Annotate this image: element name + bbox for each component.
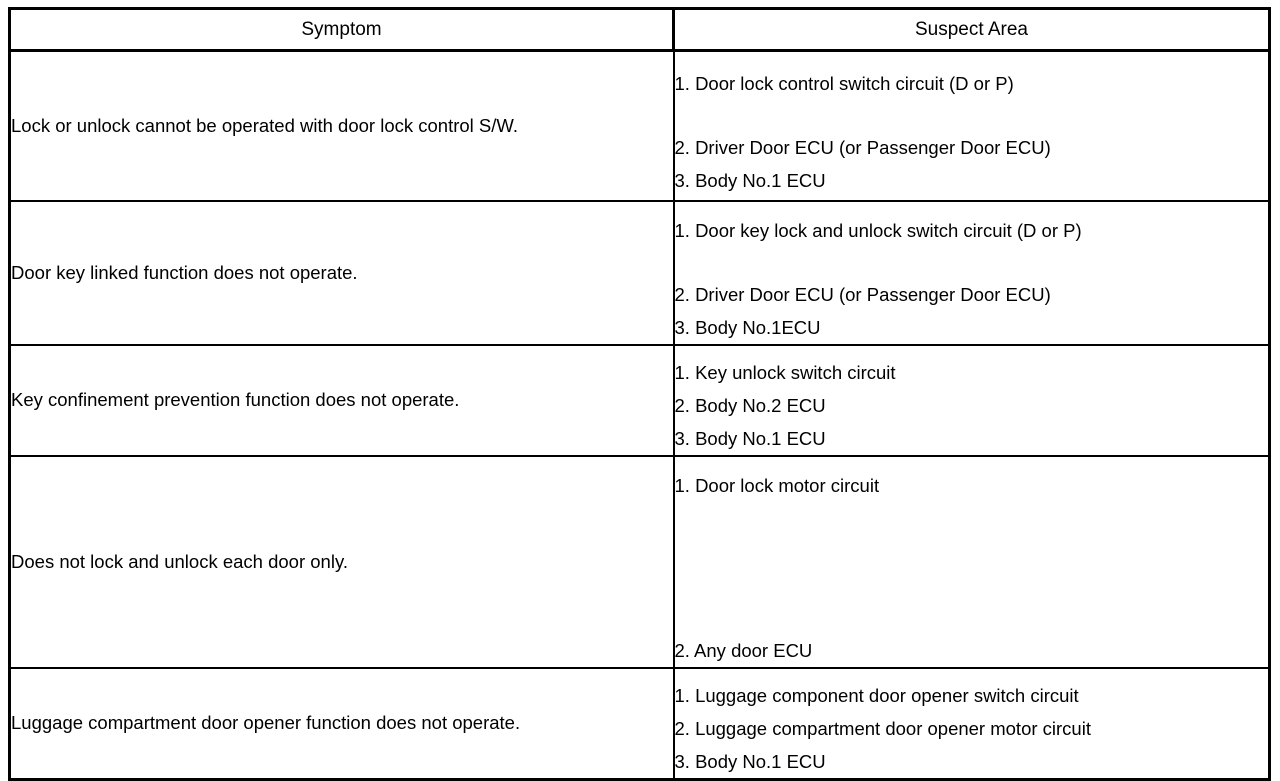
- symptom-cell: Lock or unlock cannot be operated with d…: [8, 49, 675, 202]
- page-root: Symptom Suspect Area Lock or unlock cann…: [8, 7, 1271, 781]
- suspect-area-item: 2. Luggage compartment door opener motor…: [674, 717, 1091, 739]
- suspect-area-cell: 1. Key unlock switch circuit 2. Body No.…: [672, 343, 1271, 457]
- table-row: Door key linked function does not operat…: [8, 199, 1271, 346]
- suspect-area-item: 1. Door lock motor circuit: [674, 474, 880, 496]
- suspect-area-item: 2. Body No.2 ECU: [674, 394, 826, 416]
- suspect-area-item: 3. Body No.1ECU: [674, 316, 821, 338]
- table-body: Lock or unlock cannot be operated with d…: [8, 49, 1271, 780]
- suspect-area-item: 2. Driver Door ECU (or Passenger Door EC…: [674, 283, 1051, 305]
- suspect-area-item: 1. Key unlock switch circuit: [674, 361, 896, 383]
- suspect-area-list: 1. Key unlock switch circuit 2. Body No.…: [675, 356, 1269, 455]
- suspect-area-item: 3. Body No.1 ECU: [674, 427, 826, 449]
- table-row: Does not lock and unlock each door only.…: [8, 454, 1271, 669]
- symptom-cell: Key confinement prevention function does…: [8, 343, 675, 457]
- suspect-area-cell: 1. Door lock control switch circuit (D o…: [672, 49, 1271, 202]
- symptom-cell: Does not lock and unlock each door only.: [8, 454, 675, 669]
- suspect-area-item: 1. Door key lock and unlock switch circu…: [674, 219, 1082, 241]
- suspect-area-cell: 1. Door key lock and unlock switch circu…: [672, 199, 1271, 346]
- symptom-cell: Luggage compartment door opener function…: [8, 666, 675, 780]
- suspect-area-item: 3. Body No.1 ECU: [674, 750, 826, 772]
- suspect-area-item: 2. Driver Door ECU (or Passenger Door EC…: [674, 136, 1051, 158]
- suspect-area-item: 3. Body No.1 ECU: [674, 169, 826, 191]
- suspect-area-cell: 1. Luggage component door opener switch …: [672, 666, 1271, 780]
- table-header-row: Symptom Suspect Area: [8, 7, 1271, 52]
- suspect-area-item: 1. Door lock control switch circuit (D o…: [674, 72, 1014, 94]
- column-header-symptom: Symptom: [8, 7, 675, 52]
- suspect-area-list: 1. Door key lock and unlock switch circu…: [675, 214, 1269, 344]
- table-row: Key confinement prevention function does…: [8, 343, 1271, 457]
- suspect-area-list: 1. Door lock motor circuit 2. Any door E…: [675, 469, 1269, 667]
- symptom-cell: Door key linked function does not operat…: [8, 199, 675, 346]
- suspect-area-cell: 1. Door lock motor circuit 2. Any door E…: [672, 454, 1271, 669]
- suspect-area-item: 1. Luggage component door opener switch …: [674, 684, 1079, 706]
- column-header-suspect-area: Suspect Area: [672, 7, 1271, 52]
- table-row: Lock or unlock cannot be operated with d…: [8, 49, 1271, 202]
- suspect-area-item: 2. Any door ECU: [674, 639, 813, 661]
- table-head: Symptom Suspect Area: [8, 7, 1271, 52]
- table-row: Luggage compartment door opener function…: [8, 666, 1271, 780]
- symptom-suspect-area-table: Symptom Suspect Area Lock or unlock cann…: [8, 7, 1271, 781]
- suspect-area-list: 1. Luggage component door opener switch …: [675, 679, 1269, 778]
- suspect-area-list: 1. Door lock control switch circuit (D o…: [675, 67, 1269, 197]
